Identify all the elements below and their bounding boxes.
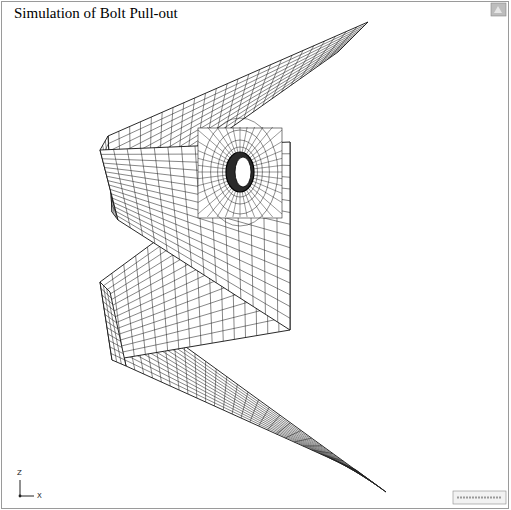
bolt-hole: [198, 118, 282, 226]
axis-label: X: [37, 492, 42, 500]
axis-label: Z: [17, 469, 22, 477]
logo-icon: [491, 3, 506, 16]
axis-triad: [19, 480, 34, 497]
scale-box: [453, 491, 506, 504]
figure-title: Simulation of Bolt Pull-out: [14, 5, 178, 22]
mesh-patch: [100, 282, 126, 366]
finite-element-mesh: [100, 22, 386, 492]
